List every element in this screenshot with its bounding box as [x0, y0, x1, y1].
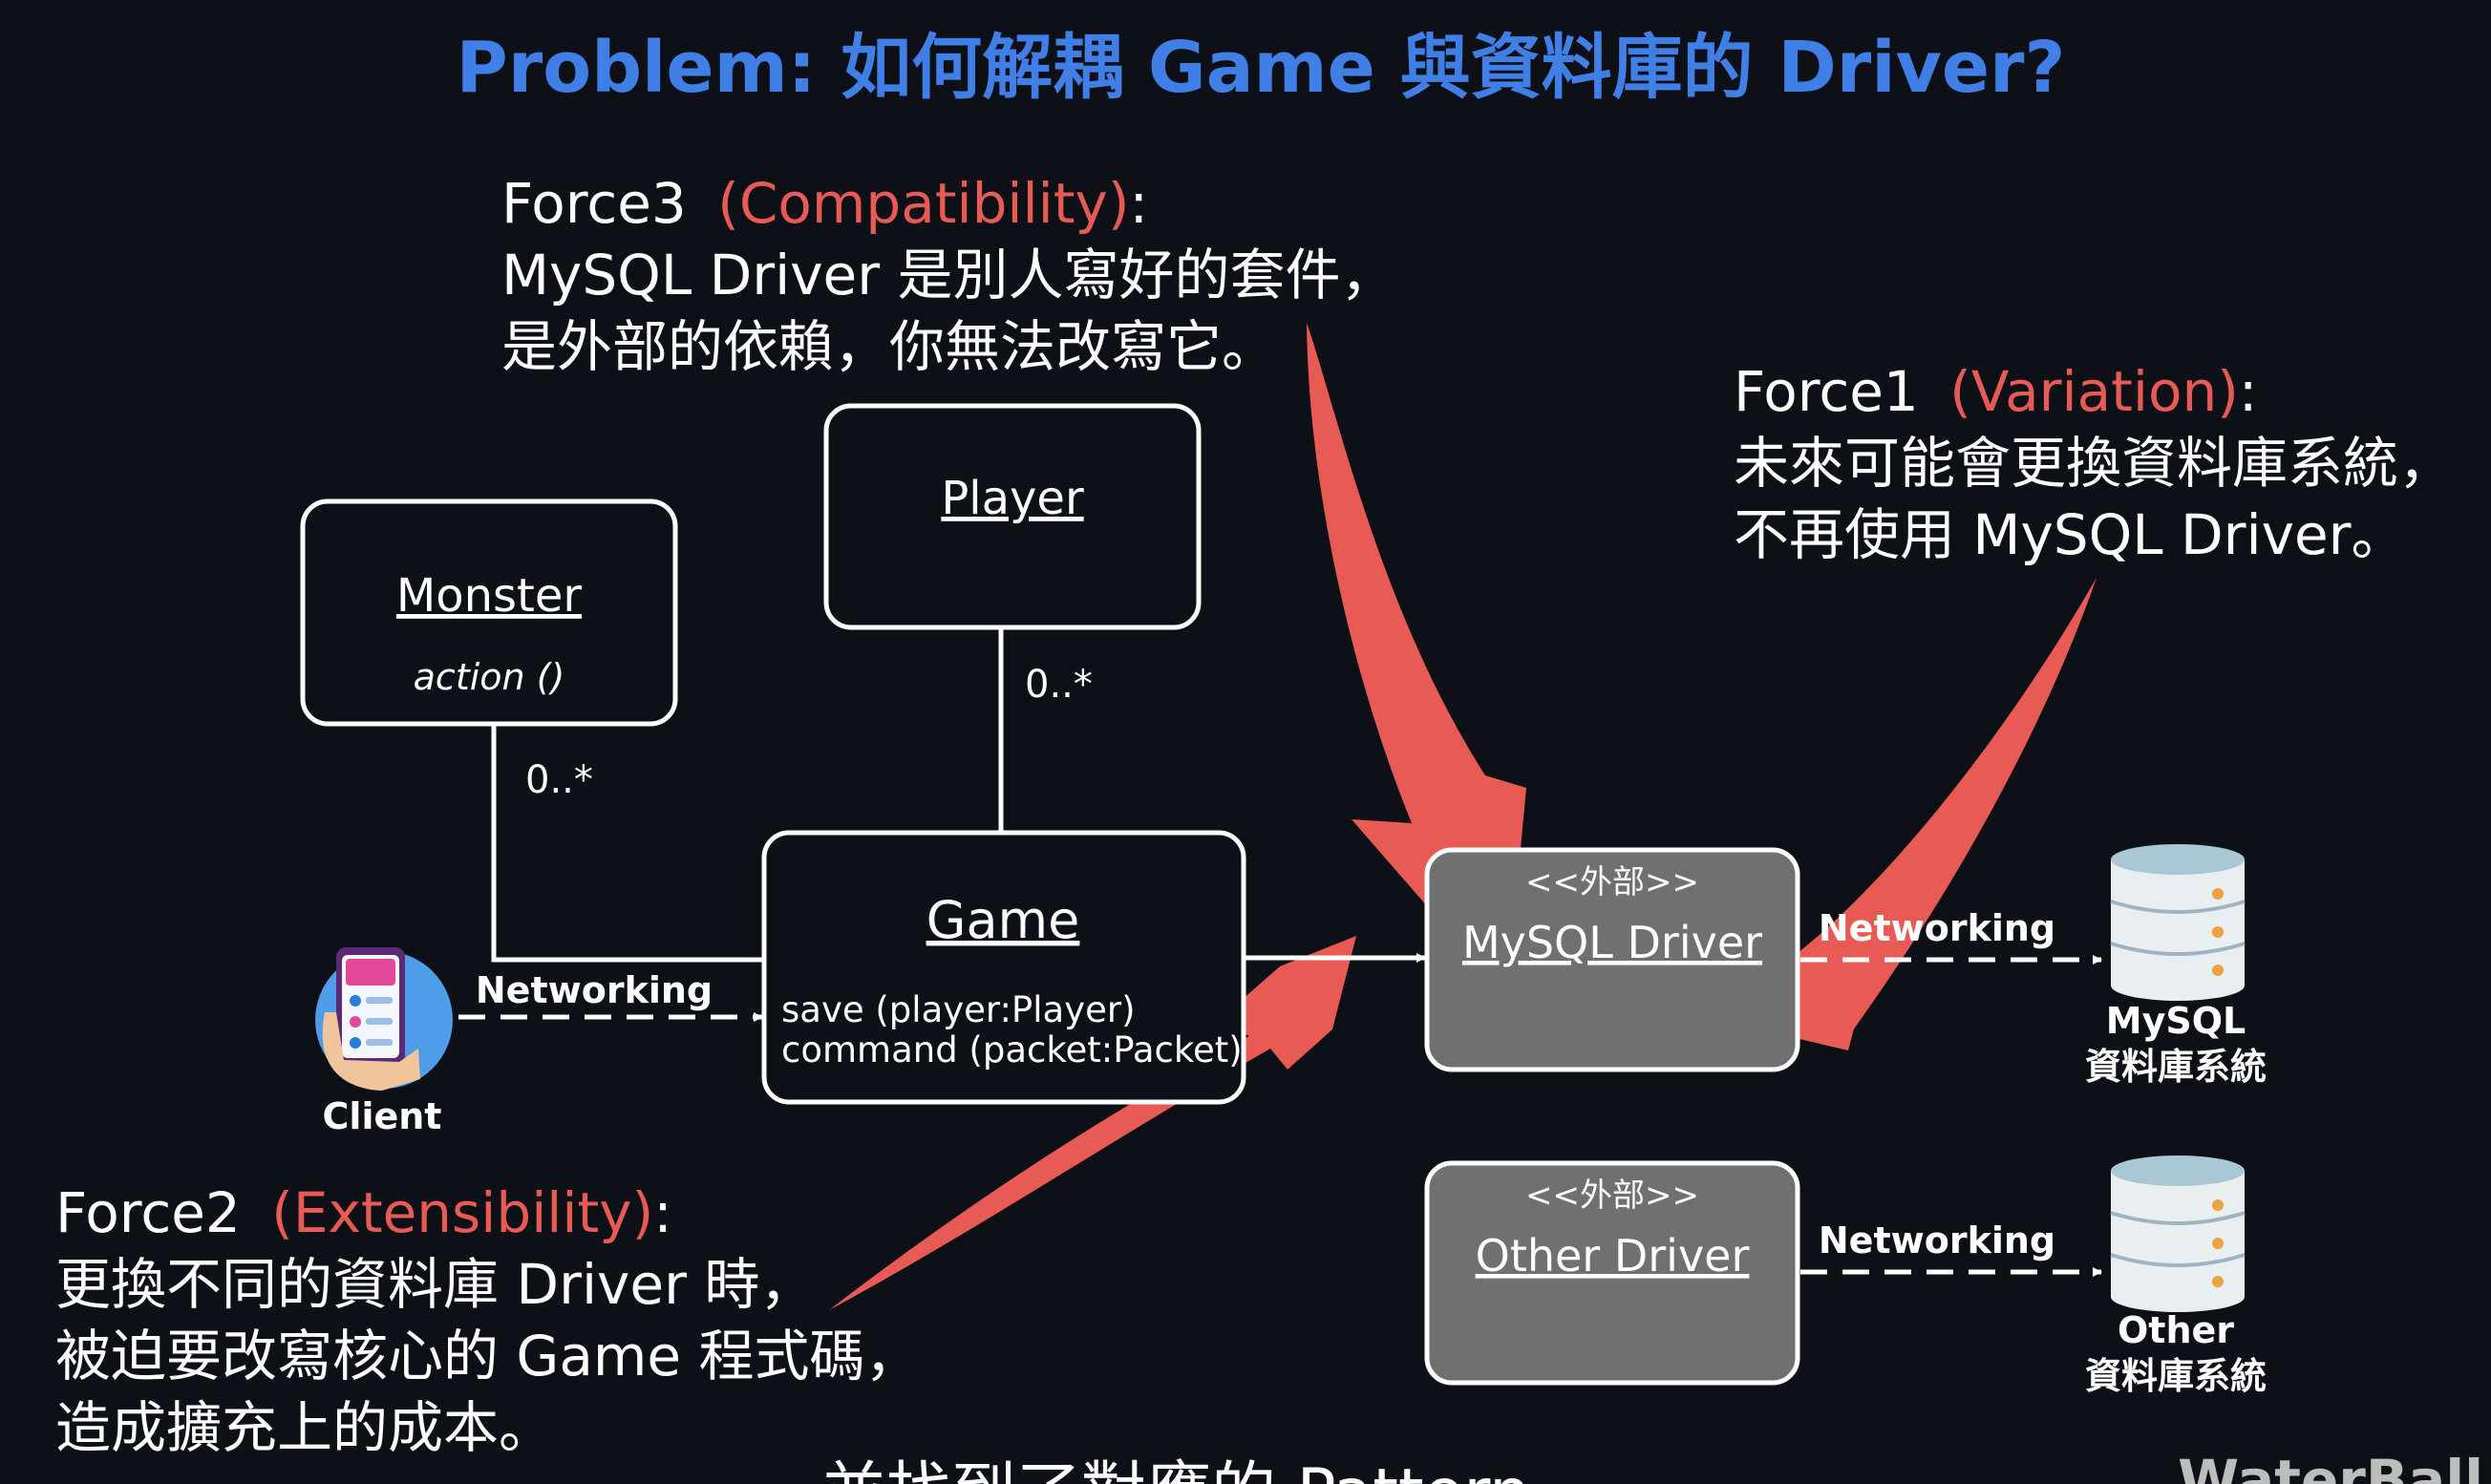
- force1-tag: (Variation): [1949, 359, 2239, 424]
- mysql-driver-class-box: <<外部>> MySQL Driver: [1424, 847, 1800, 1072]
- mysql-driver-stereotype: <<外部>>: [1525, 863, 1699, 901]
- client-label: Client: [323, 1095, 442, 1137]
- game-class-box: Game save (player:Player) command (packe…: [761, 830, 1246, 1105]
- game-class-name: Game: [926, 890, 1080, 950]
- other-database-type: 資料庫系統: [2085, 1355, 2267, 1397]
- monster-multiplicity: 0..*: [525, 758, 593, 802]
- monster-game-association: [491, 726, 764, 963]
- force1-label: Force1: [1734, 359, 1919, 424]
- force2-label: Force2: [55, 1180, 241, 1245]
- force3-heading: Force3 (Compatibility):: [501, 171, 1148, 236]
- force3-label: Force3: [501, 171, 687, 236]
- watermark-logo: WaterBall: [2178, 1448, 2483, 1484]
- force3-tag: (Compatibility): [717, 171, 1129, 236]
- slide-title: Problem: 如何解耦 Game 與資料庫的 Driver?: [457, 27, 2066, 109]
- force2-line1: 更換不同的資料庫 Driver 時，: [55, 1252, 815, 1317]
- other-driver-name: Other Driver: [1476, 1230, 1750, 1282]
- monster-class-name: Monster: [396, 569, 583, 623]
- force2-line2: 被迫要改寫核心的 Game 程式碼，: [55, 1324, 921, 1389]
- other-database-icon: [2110, 1155, 2246, 1312]
- client-networking-label: Networking: [476, 969, 713, 1011]
- force3-colon: :: [1129, 171, 1148, 236]
- client-phone-icon: [315, 947, 453, 1091]
- other-driver-class-box: <<外部>> Other Driver: [1424, 1160, 1800, 1386]
- other-networking-label: Networking: [1819, 1219, 2055, 1261]
- force3-line1: MySQL Driver 是別人寫好的套件，: [501, 243, 1396, 307]
- monster-action-method: action (): [414, 656, 565, 698]
- other-driver-stereotype: <<外部>>: [1525, 1177, 1699, 1215]
- mysql-database-icon: [2110, 844, 2246, 1001]
- mysql-database-type: 資料庫系統: [2085, 1046, 2267, 1088]
- player-class-box: Player: [823, 403, 1202, 630]
- mysql-driver-name: MySQL Driver: [1462, 917, 1762, 968]
- force1-line1: 未來可能會更換資料庫系統，: [1734, 431, 2454, 496]
- force1-heading: Force1 (Variation):: [1734, 359, 2257, 424]
- force3-arrow: [1307, 323, 1526, 907]
- force2-colon: :: [653, 1180, 672, 1245]
- force2-tag: (Extensibility): [271, 1180, 653, 1245]
- force1-colon: :: [2239, 359, 2258, 424]
- monster-class-box: Monster action (): [300, 498, 678, 727]
- video-subtitle: 並找到了對應的 Pattern: [821, 1455, 1530, 1484]
- force2-line3: 造成擴充上的成本。: [55, 1395, 554, 1460]
- other-database-name: Other: [2118, 1309, 2234, 1351]
- force1-line2: 不再使用 MySQL Driver。: [1734, 502, 2407, 567]
- force2-arrow: [829, 936, 1356, 1310]
- mysql-networking-label: Networking: [1819, 907, 2055, 949]
- force2-heading: Force2 (Extensibility):: [55, 1180, 672, 1245]
- game-command-method: command (packet:Packet): [781, 1029, 1243, 1071]
- force3-line2: 是外部的依賴，你無法改寫它。: [501, 314, 1277, 379]
- player-class-name: Player: [941, 472, 1084, 525]
- player-multiplicity: 0..*: [1025, 663, 1093, 707]
- game-save-method: save (player:Player): [781, 989, 1136, 1030]
- mysql-database-name: MySQL: [2106, 1000, 2246, 1042]
